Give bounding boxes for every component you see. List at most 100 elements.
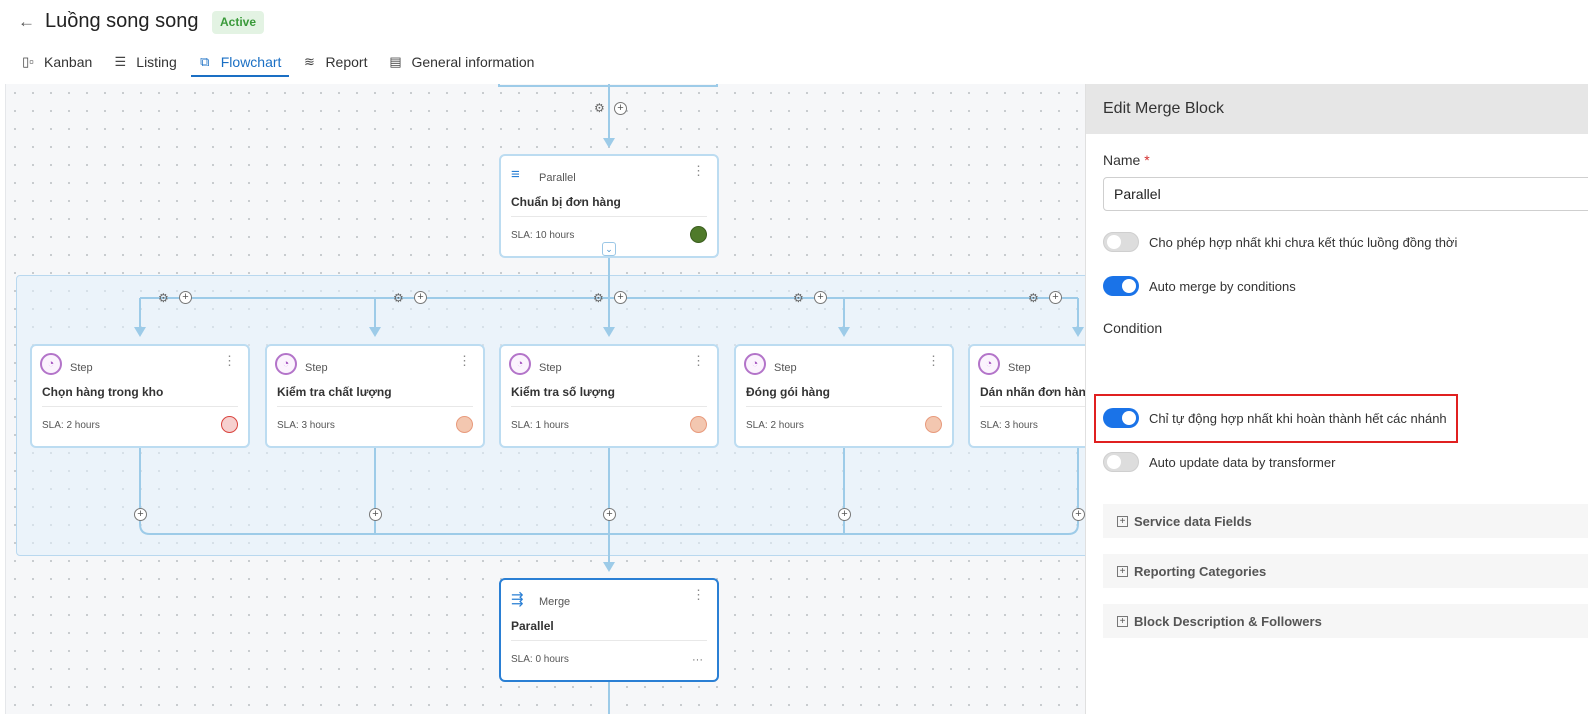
expand-icon: + (1117, 515, 1128, 527)
info-icon: ▤ (389, 54, 402, 69)
block-name: Kiểm tra chất lượng (277, 385, 392, 399)
add-branch-button[interactable]: + (614, 291, 627, 304)
more-vert-icon[interactable]: ⋮ (458, 353, 471, 368)
add-step-button[interactable]: + (603, 508, 616, 521)
add-step-button[interactable]: + (838, 508, 851, 521)
tab-report[interactable]: ≋ Report (295, 48, 375, 76)
report-icon: ≋ (303, 54, 315, 69)
highlight-box (1094, 394, 1458, 443)
add-branch-button[interactable]: + (179, 291, 192, 304)
gear-icon[interactable]: ⚙ (593, 291, 604, 305)
more-vert-icon[interactable]: ⋮ (223, 353, 236, 368)
chevron-down-icon[interactable]: ⌄ (602, 242, 616, 256)
section-label: Service data Fields (1134, 513, 1252, 529)
divider (980, 406, 1085, 407)
more-horiz-icon[interactable]: ··· (692, 654, 703, 666)
tab-general-information[interactable]: ▤ General information (381, 48, 542, 76)
block-type: Merge (539, 596, 571, 608)
add-branch-button[interactable]: + (1049, 291, 1062, 304)
more-vert-icon[interactable]: ⋮ (692, 587, 705, 602)
divider (42, 406, 238, 407)
merge-before-end-toggle[interactable] (1103, 232, 1139, 252)
tab-kanban[interactable]: ▯▫ Kanban (14, 48, 100, 76)
step-icon: ◔ (509, 353, 531, 375)
tab-label: Report (325, 54, 368, 70)
step-icon: ◔ (275, 353, 297, 375)
section-label: Reporting Categories (1134, 563, 1267, 579)
toggle-row: Auto update data by transformer (1103, 452, 1335, 472)
flowchart-canvas[interactable]: ⚙ + ≡ Parallel ⋮ Chuẩn bị đơn hàng SLA: … (5, 84, 1085, 714)
add-step-button[interactable]: + (134, 508, 147, 521)
merge-block-card[interactable]: ⇶ Merge ⋮ Parallel SLA: 0 hours ··· (499, 578, 719, 682)
gear-icon[interactable]: ⚙ (594, 101, 605, 115)
step-card[interactable]: ◔ Step ⋮ Dán nhãn đơn hàng SLA: 3 hours (968, 344, 1085, 448)
block-sla: SLA: 3 hours (277, 420, 335, 431)
toggle-label: Auto merge by conditions (1149, 278, 1296, 294)
block-name: Đóng gói hàng (746, 385, 830, 399)
back-arrow-icon[interactable]: ← (18, 12, 35, 31)
block-type: Step (774, 362, 797, 374)
more-vert-icon[interactable]: ⋮ (692, 163, 705, 178)
auto-merge-toggle[interactable] (1103, 276, 1139, 296)
block-sla: SLA: 2 hours (746, 420, 804, 431)
condition-label: Condition (1103, 320, 1163, 336)
block-type: Step (70, 362, 93, 374)
avatar (221, 416, 238, 433)
gear-icon[interactable]: ⚙ (793, 291, 804, 305)
page-header: ← Luồng song song Active ▯▫ Kanban ☰ Lis… (0, 0, 1588, 84)
tab-label: General information (411, 54, 535, 70)
name-field[interactable] (1103, 177, 1588, 211)
divider (511, 640, 707, 641)
step-card[interactable]: ◔ Step ⋮ Chọn hàng trong kho SLA: 2 hour… (30, 344, 250, 448)
step-card[interactable]: ◔ Step ⋮ Đóng gói hàng SLA: 2 hours (734, 344, 954, 448)
add-branch-button[interactable]: + (814, 291, 827, 304)
auto-update-transformer-toggle[interactable] (1103, 452, 1139, 472)
tab-listing[interactable]: ☰ Listing (106, 48, 184, 76)
panel-title: Edit Merge Block (1086, 84, 1588, 134)
block-type: Parallel (539, 172, 576, 184)
parallel-icon: ≡ (511, 166, 520, 183)
more-vert-icon[interactable]: ⋮ (692, 353, 705, 368)
section-reporting-categories[interactable]: + Reporting Categories (1103, 554, 1588, 588)
name-label-text: Name (1103, 152, 1141, 168)
block-type: Step (539, 362, 562, 374)
merge-all-branches-toggle[interactable] (1103, 408, 1139, 428)
flowchart-icon: ⧉ (200, 54, 210, 69)
step-card[interactable]: ◔ Step ⋮ Kiểm tra số lượng SLA: 1 hours (499, 344, 719, 448)
avatar (690, 226, 707, 243)
block-sla: SLA: 0 hours (511, 654, 569, 665)
add-step-button[interactable]: + (1072, 508, 1085, 521)
toggle-knob (1122, 411, 1136, 425)
tab-flowchart[interactable]: ⧉ Flowchart (190, 48, 290, 77)
list-icon: ☰ (114, 54, 127, 69)
divider (511, 216, 707, 217)
gear-icon[interactable]: ⚙ (158, 291, 169, 305)
parallel-block-card[interactable]: ≡ Parallel ⋮ Chuẩn bị đơn hàng SLA: 10 h… (499, 154, 719, 258)
add-block-button[interactable]: + (614, 102, 627, 115)
toggle-label: Cho phép hợp nhất khi chưa kết thúc luồn… (1149, 234, 1458, 250)
toggle-knob (1107, 455, 1121, 469)
block-sla: SLA: 1 hours (511, 420, 569, 431)
block-name: Parallel (511, 619, 554, 633)
toggle-knob (1107, 235, 1121, 249)
toggle-row: Chỉ tự động hợp nhất khi hoàn thành hết … (1103, 408, 1447, 428)
more-vert-icon[interactable]: ⋮ (927, 353, 940, 368)
add-branch-button[interactable]: + (414, 291, 427, 304)
add-step-button[interactable]: + (369, 508, 382, 521)
block-name: Kiểm tra số lượng (511, 385, 615, 399)
avatar (925, 416, 942, 433)
gear-icon[interactable]: ⚙ (393, 291, 404, 305)
toggle-knob (1122, 279, 1136, 293)
page-title: Luồng song song (45, 10, 199, 32)
section-block-description[interactable]: + Block Description & Followers (1103, 604, 1588, 638)
status-badge: Active (212, 11, 265, 34)
expand-icon: + (1117, 615, 1128, 627)
step-icon: ◔ (978, 353, 1000, 375)
required-mark: * (1144, 152, 1150, 168)
step-card[interactable]: ◔ Step ⋮ Kiểm tra chất lượng SLA: 3 hour… (265, 344, 485, 448)
toggle-row: Cho phép hợp nhất khi chưa kết thúc luồn… (1103, 232, 1457, 252)
toggle-label: Auto update data by transformer (1149, 454, 1336, 470)
gear-icon[interactable]: ⚙ (1028, 291, 1039, 305)
section-service-data-fields[interactable]: + Service data Fields (1103, 504, 1588, 538)
expand-icon: + (1117, 565, 1128, 577)
